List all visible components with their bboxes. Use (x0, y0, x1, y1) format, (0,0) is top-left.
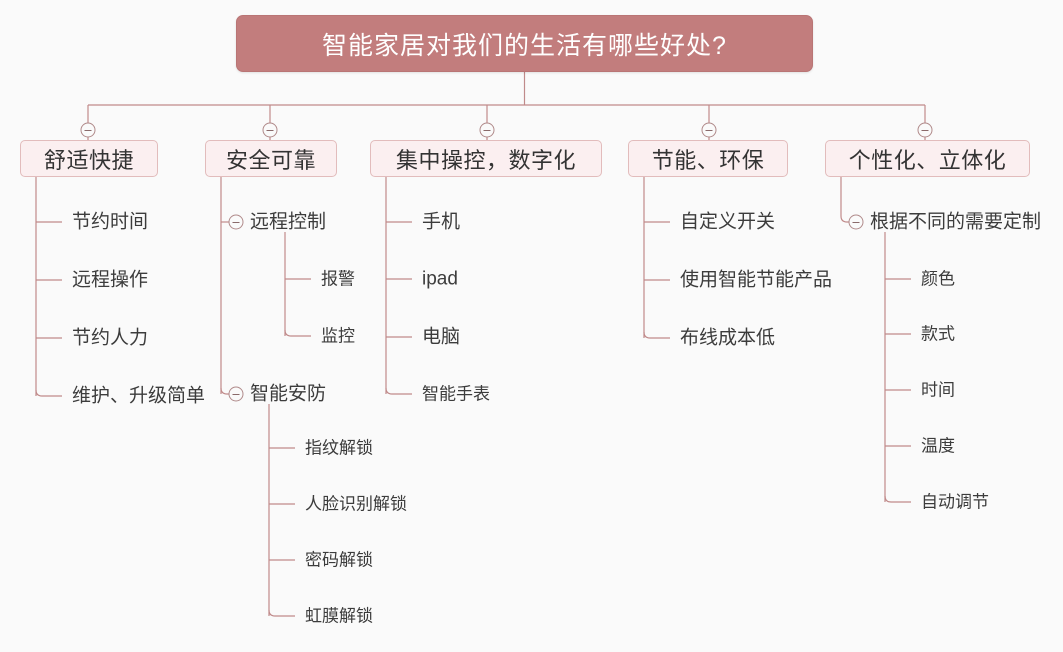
leaf-node[interactable]: 节约人力 (72, 327, 149, 349)
leaf-node[interactable]: 布线成本低 (680, 327, 776, 349)
leaf-node[interactable]: 时间 (921, 380, 955, 400)
collapse-minus-icon-comfort[interactable] (80, 122, 96, 138)
branch-node-personalization[interactable]: 个性化、立体化 (825, 140, 1030, 177)
leaf-node[interactable]: 报警 (321, 269, 355, 289)
edge-leaf-custom-4 (884, 495, 911, 503)
leaf-node[interactable]: 温度 (921, 436, 955, 456)
branch-node-energy-saving[interactable]: 节能、环保 (628, 140, 788, 177)
leaf-node[interactable]: 密码解锁 (305, 550, 373, 570)
root-node[interactable]: 智能家居对我们的生活有哪些好处? (236, 15, 813, 72)
leaf-node[interactable]: 自定义开关 (680, 211, 776, 233)
leaf-node[interactable]: 监控 (321, 326, 355, 346)
leaf-node[interactable]: 使用智能节能产品 (680, 269, 833, 291)
leaf-node[interactable]: 维护、升级简单 (72, 385, 206, 407)
edge-spine-personal (840, 177, 849, 223)
leaf-node[interactable]: 智能手表 (422, 384, 490, 404)
edge-leaf-smartsec-3 (268, 609, 295, 617)
branch-node-comfort[interactable]: 舒适快捷 (20, 140, 158, 177)
edge-leaf-energy-2 (643, 331, 670, 339)
edge-leaf-central-3 (385, 387, 412, 395)
collapse-minus-icon-remote-control[interactable] (228, 214, 244, 230)
branch-node-security[interactable]: 安全可靠 (205, 140, 337, 177)
leaf-node[interactable]: 款式 (921, 324, 955, 344)
leaf-node[interactable]: 自动调节 (921, 492, 989, 512)
collapse-minus-icon-security[interactable] (262, 122, 278, 138)
collapse-minus-icon-energy[interactable] (701, 122, 717, 138)
collapse-minus-icon-central[interactable] (479, 122, 495, 138)
branch-label-comfort: 舒适快捷 (43, 147, 134, 173)
leaf-node[interactable]: 颜色 (921, 269, 955, 289)
leaf-node[interactable]: 手机 (422, 211, 461, 233)
collapse-minus-icon-smart-security[interactable] (228, 386, 244, 402)
subnode-remote-control[interactable]: 远程控制 (250, 211, 327, 233)
branch-node-central-control[interactable]: 集中操控，数字化 (370, 140, 602, 177)
leaf-node[interactable]: 人脸识别解锁 (305, 494, 407, 514)
leaf-node[interactable]: ipad (422, 268, 458, 290)
subnode-smart-security[interactable]: 智能安防 (250, 383, 327, 405)
edge-leaf-remote-1 (284, 329, 311, 337)
subnode-custom-needs[interactable]: 根据不同的需要定制 (870, 211, 1042, 233)
leaf-node[interactable]: 远程操作 (72, 269, 149, 291)
collapse-minus-icon-personal[interactable] (917, 122, 933, 138)
edge-leaf-comfort-3 (35, 389, 62, 397)
leaf-node[interactable]: 指纹解锁 (305, 438, 373, 458)
branch-label-personalization: 个性化、立体化 (848, 147, 1007, 173)
leaf-node[interactable]: 电脑 (422, 326, 461, 348)
branch-label-energy-saving: 节能、环保 (651, 147, 765, 173)
branch-label-central-control: 集中操控，数字化 (395, 147, 576, 173)
branch-label-security: 安全可靠 (225, 147, 316, 173)
leaf-node[interactable]: 节约时间 (72, 211, 149, 233)
collapse-minus-icon-custom-needs[interactable] (848, 214, 864, 230)
root-label: 智能家居对我们的生活有哪些好处? (322, 31, 727, 60)
leaf-node[interactable]: 虹膜解锁 (305, 606, 373, 626)
